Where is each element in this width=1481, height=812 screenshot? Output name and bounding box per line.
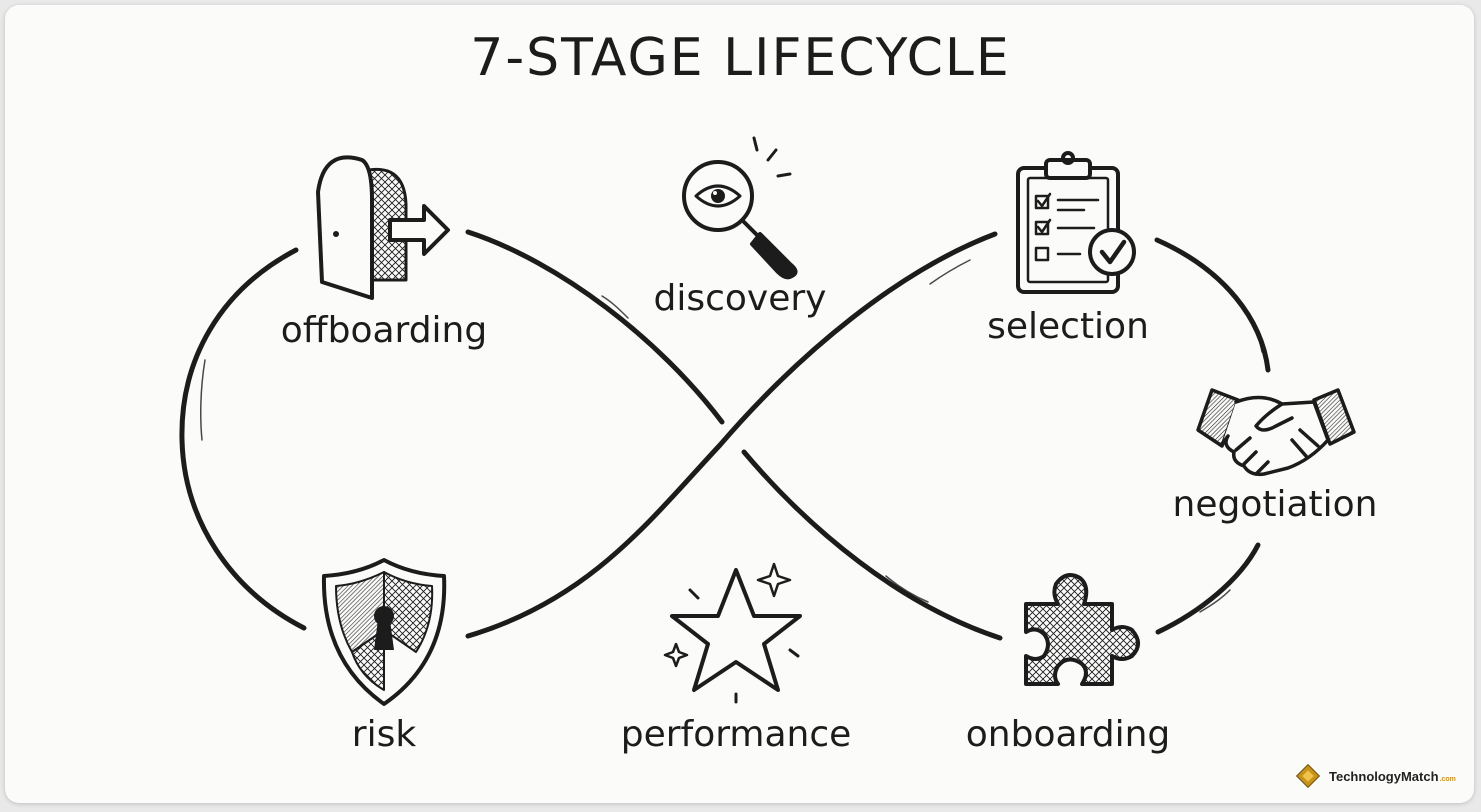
star-icon [663, 562, 802, 704]
brand-tld: .com [1439, 775, 1456, 783]
stage-label-offboarding: offboarding [280, 310, 488, 351]
handshake-icon [1196, 388, 1356, 477]
door-exit-icon [316, 155, 450, 300]
diagram-title: 7-STAGE LIFECYCLE [470, 28, 1011, 88]
brand-name: TechnologyMatch.com [1329, 768, 1456, 784]
stage-label-discovery: discovery [653, 278, 827, 319]
stage-label-negotiation: negotiation [1172, 484, 1378, 525]
stage-label-selection: selection [987, 306, 1149, 347]
shield-keyhole-icon [321, 558, 447, 706]
stage-label-onboarding: onboarding [965, 714, 1171, 755]
stage-label-risk: risk [351, 714, 417, 755]
infinity-path [179, 229, 1271, 641]
brand-logo-icon [1295, 763, 1321, 789]
clipboard-checklist-icon [1016, 151, 1136, 294]
stage-label-performance: performance [620, 714, 852, 755]
magnifier-eye-icon [682, 136, 798, 280]
brand-watermark: TechnologyMatch.com [1295, 762, 1456, 790]
puzzle-piece-icon [1024, 573, 1140, 686]
